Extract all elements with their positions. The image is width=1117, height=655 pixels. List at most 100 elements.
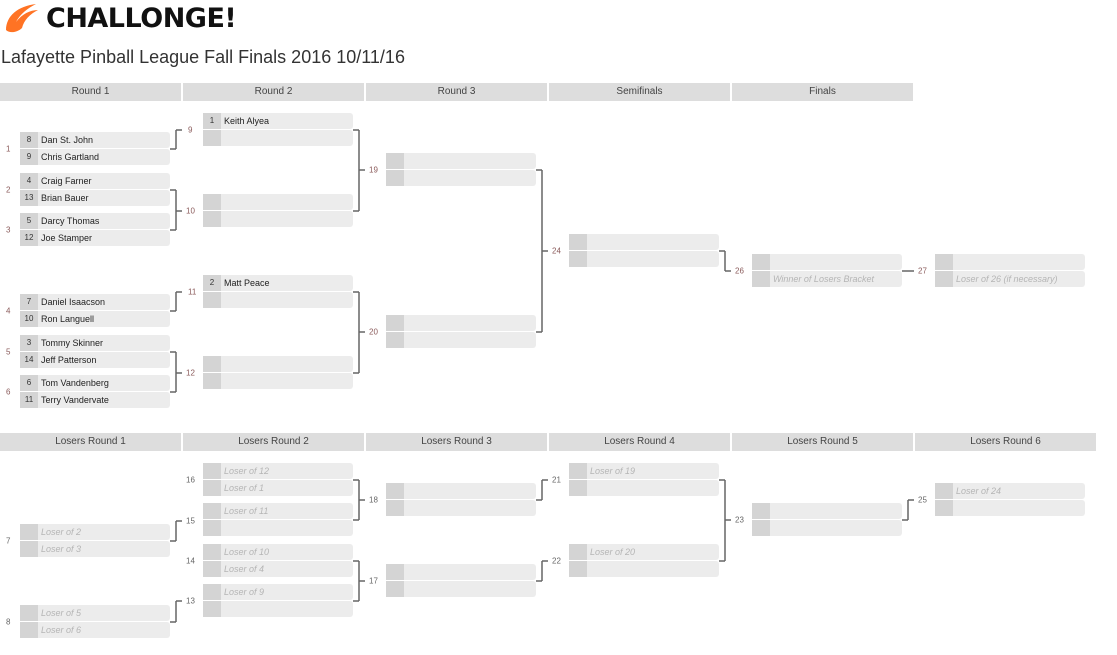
match-player-row[interactable] — [203, 520, 353, 536]
match-17[interactable] — [386, 564, 536, 598]
challonge-logo[interactable]: CHALLONGE! — [2, 2, 237, 34]
seed — [752, 271, 770, 287]
match-player-row[interactable]: Loser of 11 — [203, 503, 353, 519]
match-player-row[interactable] — [203, 373, 353, 389]
match-player-row[interactable] — [203, 194, 353, 210]
match-player-row[interactable]: Loser of 1 — [203, 480, 353, 496]
match-player-row[interactable] — [203, 356, 353, 372]
challonge-wing-icon — [6, 4, 38, 33]
match-number: 27 — [918, 266, 927, 276]
match-player-row[interactable]: Loser of 9 — [203, 584, 353, 600]
match-number: 26 — [735, 266, 744, 276]
match-19[interactable] — [386, 153, 536, 187]
seed — [386, 564, 404, 580]
match-player-row[interactable] — [386, 500, 536, 516]
match-player-row[interactable]: Loser of 3 — [20, 541, 170, 557]
match-number: 13 — [186, 596, 195, 606]
match-player-row[interactable] — [386, 483, 536, 499]
match-20[interactable] — [386, 315, 536, 349]
match-24[interactable] — [569, 234, 719, 268]
match-player-row[interactable] — [752, 254, 902, 270]
match-player-row[interactable]: Loser of 2 — [20, 524, 170, 540]
match-player-row[interactable] — [203, 211, 353, 227]
match-player-row[interactable] — [203, 601, 353, 617]
match-player-row[interactable]: Loser of 4 — [203, 561, 353, 577]
match-player-row[interactable] — [386, 581, 536, 597]
match-18[interactable] — [386, 483, 536, 517]
player-name: Matt Peace — [224, 278, 270, 288]
match-23[interactable] — [752, 503, 902, 537]
player-name: Loser of 5 — [41, 608, 82, 618]
match-player-row[interactable]: Loser of 5 — [20, 605, 170, 621]
match-player-row[interactable] — [386, 332, 536, 348]
match-22[interactable]: Loser of 20 — [569, 544, 719, 578]
match-25[interactable]: Loser of 24 — [935, 483, 1085, 517]
match-player-row[interactable] — [386, 315, 536, 331]
match-player-row[interactable] — [752, 503, 902, 519]
match-26[interactable]: Winner of Losers Bracket — [752, 254, 902, 288]
match-player-row[interactable]: Loser of 24 — [935, 483, 1085, 499]
match-27[interactable]: Loser of 26 (if necessary) — [935, 254, 1085, 288]
match-player-row[interactable] — [386, 153, 536, 169]
match-player-row[interactable]: Winner of Losers Bracket — [752, 271, 902, 287]
match-player-row[interactable] — [386, 564, 536, 580]
match-player-row[interactable] — [569, 234, 719, 250]
match-player-row[interactable] — [569, 480, 719, 496]
match-8[interactable]: Loser of 5 Loser of 6 — [20, 605, 170, 639]
match-15[interactable]: Loser of 11 — [203, 503, 353, 537]
connector-line — [170, 129, 182, 150]
match-player-row[interactable] — [386, 170, 536, 186]
match-21[interactable]: Loser of 19 — [569, 463, 719, 497]
match-player-row[interactable] — [569, 561, 719, 577]
match-player-row[interactable] — [203, 292, 353, 308]
match-player-row[interactable] — [569, 251, 719, 267]
player-name — [404, 153, 407, 169]
match-number: 9 — [188, 125, 193, 135]
match-player-row[interactable]: Loser of 26 (if necessary) — [935, 271, 1085, 287]
match-number: 3 — [6, 225, 11, 235]
player-name — [221, 356, 224, 372]
match-player-row[interactable]: Loser of 6 — [20, 622, 170, 638]
match-10[interactable] — [203, 194, 353, 228]
round-header: Losers Round 4 — [549, 433, 730, 451]
player-name: Dan St. John — [41, 135, 94, 145]
match-player-row[interactable]: Loser of 10 — [203, 544, 353, 560]
match-13[interactable]: Loser of 9 — [203, 584, 353, 618]
match-player-row[interactable] — [752, 520, 902, 536]
match-player-row[interactable] — [935, 254, 1085, 270]
round-header: Round 1 — [0, 83, 181, 101]
match-12[interactable] — [203, 356, 353, 390]
seed — [20, 541, 38, 557]
match-player-row[interactable]: Loser of 12 — [203, 463, 353, 479]
match-player-row[interactable] — [203, 130, 353, 146]
match-player-row[interactable]: Loser of 19 — [569, 463, 719, 479]
match-player-row[interactable]: Loser of 20 — [569, 544, 719, 560]
match-player-row[interactable] — [935, 500, 1085, 516]
match-number: 4 — [6, 306, 11, 316]
